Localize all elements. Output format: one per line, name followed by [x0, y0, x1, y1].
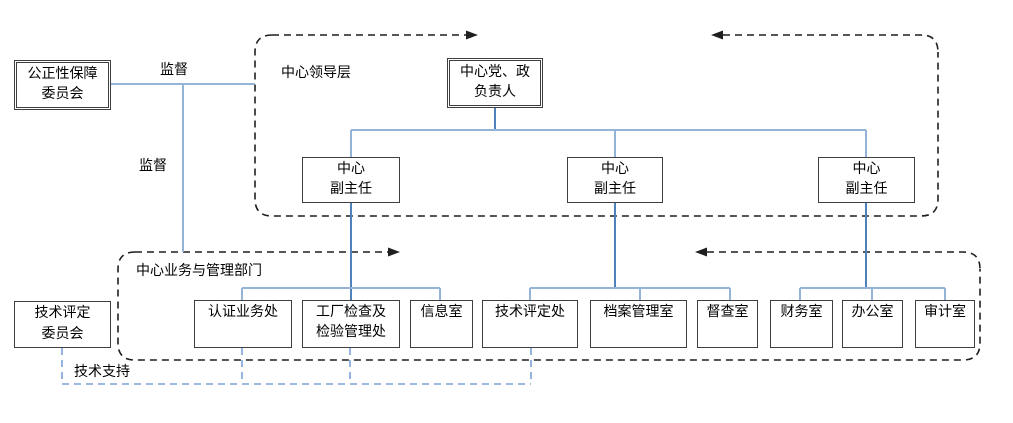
- supervision-line: [111, 83, 255, 252]
- node-party-gov-head: 中心党、政 负责人: [447, 58, 543, 108]
- node-label: 督查室: [706, 305, 749, 320]
- node-tech-eval-committee: 技术评定 委员会: [14, 301, 111, 348]
- node-label: 中心 副主任: [330, 161, 372, 197]
- leadership-border-top-right: [723, 34, 939, 53]
- arrow-left-icon: [711, 30, 723, 40]
- business-container-border: [117, 247, 981, 361]
- node-dept-tech-evaluation: 技术评定处: [482, 300, 578, 348]
- node-label: 中心 副主任: [594, 161, 636, 197]
- node-label: 财务室: [780, 305, 823, 320]
- node-dept-archives: 档案管理室: [590, 300, 687, 348]
- node-dept-audit: 审计室: [915, 300, 975, 348]
- leadership-group-label: 中心领导层: [281, 66, 351, 81]
- business-border-body: [117, 251, 981, 361]
- node-label: 审计室: [924, 305, 966, 320]
- node-dept-factory-inspection: 工厂检查及 检验管理处: [302, 300, 400, 348]
- business-group-label: 中心业务与管理部门: [136, 264, 262, 279]
- dept-bus-group3: [799, 287, 946, 300]
- dept-bus-group1: [241, 287, 441, 300]
- node-label: 公正性保障 委员会: [27, 66, 98, 102]
- node-label: 工厂检查及 检验管理处: [316, 305, 386, 341]
- node-label: 技术评定 委员会: [34, 306, 91, 342]
- deputy-drop-lines: [350, 203, 867, 300]
- leadership-container-border: [254, 30, 939, 217]
- arrow-left-icon: [695, 247, 707, 257]
- node-label: 技术评定处: [495, 305, 565, 320]
- leadership-border-body: [254, 34, 939, 217]
- arrow-right-icon: [388, 247, 400, 257]
- node-label: 中心 副主任: [845, 161, 888, 197]
- node-dept-certification: 认证业务处: [194, 300, 292, 348]
- node-label: 办公室: [851, 305, 894, 320]
- node-dept-information: 信息室: [410, 300, 473, 348]
- node-deputy-director-3: 中心 副主任: [818, 157, 915, 203]
- node-label: 中心党、政 负责人: [460, 64, 530, 100]
- supervise-label-top: 监督: [160, 63, 188, 78]
- node-dept-general-office: 办公室: [842, 300, 903, 348]
- node-label: 信息室: [420, 305, 463, 320]
- dept-bus-group2: [529, 287, 731, 300]
- tech-support-lines: [61, 348, 532, 385]
- supervise-label-side: 监督: [139, 159, 167, 174]
- node-deputy-director-1: 中心 副主任: [302, 157, 400, 203]
- arrow-right-icon: [466, 30, 478, 40]
- node-deputy-director-2: 中心 副主任: [567, 157, 663, 203]
- node-fairness-committee: 公正性保障 委员会: [14, 60, 111, 110]
- deputies-bus-line: [350, 129, 867, 157]
- business-border-top-right: [707, 251, 981, 270]
- node-dept-supervision-office: 督查室: [697, 300, 758, 348]
- node-label: 档案管理室: [603, 305, 674, 320]
- tech-support-label: 技术支持: [74, 365, 130, 380]
- node-label: 认证业务处: [208, 305, 278, 320]
- node-dept-finance: 财务室: [770, 300, 833, 348]
